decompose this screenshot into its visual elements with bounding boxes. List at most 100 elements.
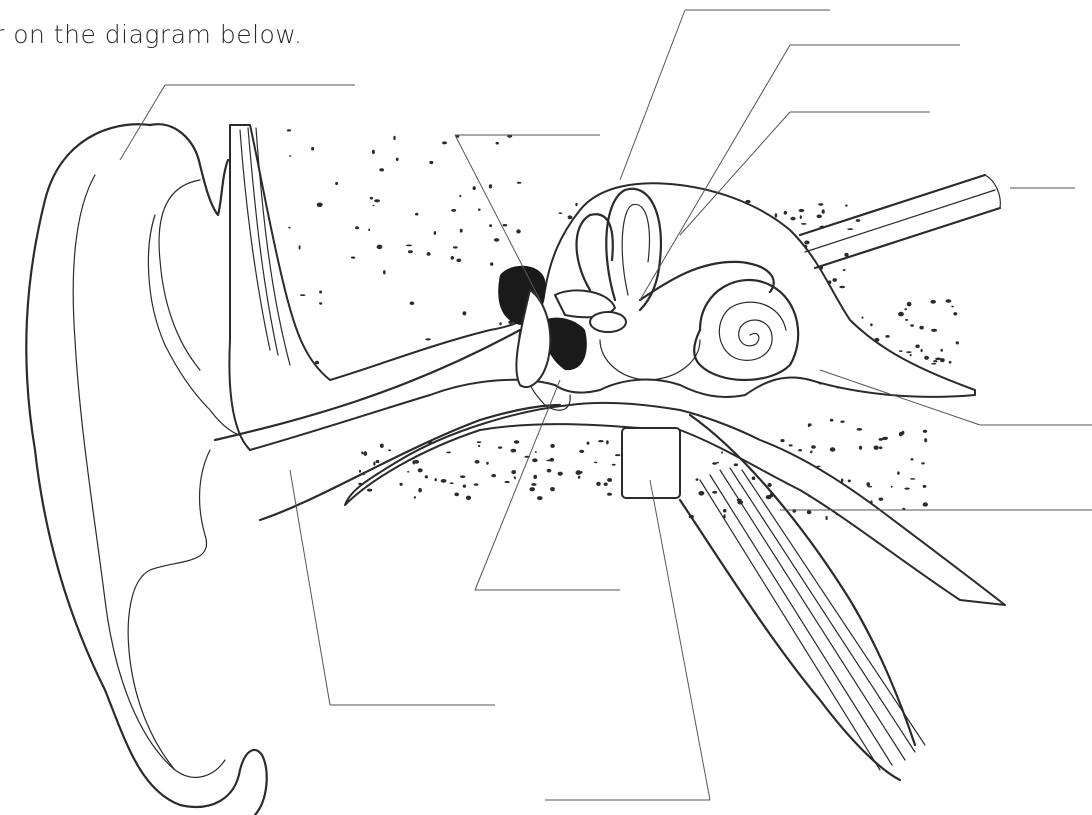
bone-stipple-dot xyxy=(897,471,900,474)
bone-stipple-dot xyxy=(766,495,772,499)
bone-stipple-dot xyxy=(946,299,952,303)
bone-stipple-dot xyxy=(446,452,451,454)
bone-stipple-dot xyxy=(550,487,555,491)
bone-stipple-dot xyxy=(953,312,957,315)
bone-stipple-dot xyxy=(491,474,496,477)
bone-stipple-dot xyxy=(373,462,375,466)
bone-stipple-dot xyxy=(830,419,834,422)
bone-stipple-dot xyxy=(921,462,925,464)
bone-stipple-dot xyxy=(494,238,499,242)
bone-stipple-dot xyxy=(463,311,467,315)
bone-stipple-dot xyxy=(848,480,851,483)
bone-stipple-dot xyxy=(905,319,908,321)
bone-stipple-dot xyxy=(907,302,912,307)
bone-stipple-dot xyxy=(949,361,952,364)
bone-stipple-dot xyxy=(355,226,359,229)
bone-stipple-dot xyxy=(931,363,936,365)
bone-stipple-dot xyxy=(514,440,520,443)
bone-stipple-dot xyxy=(933,360,937,362)
bone-stipple-dot xyxy=(460,475,465,478)
bone-stipple-dot xyxy=(558,472,563,476)
muscle-fibers xyxy=(700,468,925,770)
bone-stipple-dot xyxy=(474,483,479,485)
bone-stipple-dot xyxy=(817,215,822,219)
bone-stipple-dot xyxy=(517,182,522,184)
auditory-nerve-bottom xyxy=(815,208,1000,268)
bone-stipple-dot xyxy=(379,168,384,171)
concha xyxy=(159,180,200,370)
bone-stipple-dot xyxy=(575,203,577,206)
bone-stipple-dot xyxy=(460,229,463,233)
bone-stipple-dot xyxy=(441,479,447,483)
bone-stipple-dot xyxy=(712,491,717,494)
bone-stipple-dot xyxy=(594,462,597,464)
bone-stipple-dot xyxy=(425,338,431,340)
bone-stipple-dot xyxy=(514,476,516,479)
bone-stipple-dot xyxy=(319,302,322,304)
bone-stipple-dot xyxy=(463,485,466,488)
bone-stipple-dot xyxy=(826,516,828,520)
bone-stipple-dot xyxy=(807,510,812,514)
bone-stipple-dot xyxy=(607,493,612,496)
bone-stipple-dot xyxy=(549,458,554,462)
bone-stipple-dot xyxy=(606,440,609,444)
bone-stipple-dot xyxy=(799,209,805,212)
bone-stipple-dot xyxy=(450,482,454,484)
bone-stipple-dot xyxy=(921,349,923,352)
bone-stipple-dot xyxy=(499,322,501,325)
bone-stipple-dot xyxy=(537,496,543,500)
bone-stipple-dot xyxy=(418,468,423,472)
bone-stipple-dot xyxy=(904,308,907,310)
bone-stipple-dot xyxy=(486,462,489,465)
bone-stipple-dot xyxy=(879,446,882,449)
bone-stipple-dot xyxy=(550,444,555,448)
bone-stipple-dot xyxy=(910,354,912,356)
tragus xyxy=(128,450,210,660)
bone-stipple-dot xyxy=(442,141,447,144)
bone-stipple-dot xyxy=(789,444,793,446)
bone-stipple-dot xyxy=(559,212,563,214)
bone-stipple-dot xyxy=(396,158,399,161)
bone-stipple-dot xyxy=(351,257,355,259)
bone-stipple-dot xyxy=(408,250,413,253)
bone-stipple-dot xyxy=(578,476,580,479)
bone-stipple-dot xyxy=(866,482,870,486)
bone-stipple-dot xyxy=(930,300,936,304)
bone-stipple-dot xyxy=(361,451,363,454)
bone-stipple-dot xyxy=(317,203,323,208)
bone-stipple-dot xyxy=(587,442,590,445)
bone-stipple-dot xyxy=(899,350,903,352)
bone-stipple-dot xyxy=(374,199,380,202)
bone-stipple-dot xyxy=(429,161,433,164)
bone-stipple-dot xyxy=(919,326,923,330)
bone-stipple-dot xyxy=(568,215,573,219)
bone-stipple-dot xyxy=(885,335,889,338)
bone-stipple-dot xyxy=(454,493,459,497)
auditory-nerve-top xyxy=(800,175,985,235)
bone-stipple-dot xyxy=(910,324,914,327)
bone-stipple-dot xyxy=(775,213,778,217)
bone-stipple-dot xyxy=(698,491,704,496)
bone-stipple-dot xyxy=(800,215,802,219)
bone-stipple-dot xyxy=(415,213,418,216)
bone-stipple-dot xyxy=(822,209,825,213)
bone-stipple-dot xyxy=(496,142,499,145)
bone-stipple-dot xyxy=(911,458,914,461)
bone-stipple-dot xyxy=(882,437,888,440)
bone-stipple-dot xyxy=(840,421,844,423)
bone-stipple-dot xyxy=(891,486,893,488)
bone-stipple-dot xyxy=(368,229,370,231)
bone-stipple-dot xyxy=(801,223,807,225)
bone-stipple-dot xyxy=(287,129,291,131)
bone-stipple-dot xyxy=(923,485,927,488)
bone-stipple-dot xyxy=(418,488,422,493)
bone-stipple-dot xyxy=(811,445,816,448)
bone-stipple-dot xyxy=(451,256,454,260)
bone-stipple-dot xyxy=(607,478,612,482)
bone-stipple-dot xyxy=(535,451,537,453)
bone-stipple-dot xyxy=(857,428,863,431)
bone-stipple-dot xyxy=(752,476,756,480)
auditory-nerve-end xyxy=(985,175,1000,208)
bone-stipple-dot xyxy=(923,430,927,433)
